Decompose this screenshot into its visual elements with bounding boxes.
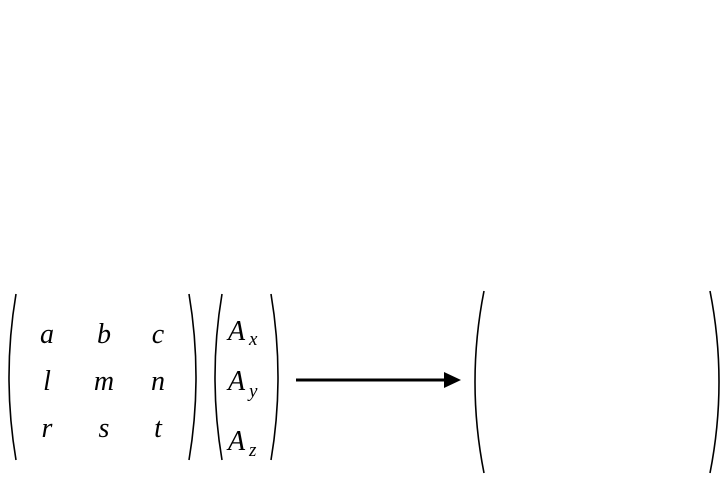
matrix-entry: r [42, 413, 53, 444]
vector-subscript: x [248, 329, 258, 350]
vector-subscript: y [247, 381, 258, 402]
matrix-entry: l [43, 366, 51, 397]
result-left-paren [474, 290, 485, 474]
vector-entry: A [226, 316, 246, 347]
matrix-entry: m [94, 366, 114, 397]
matrix-entry: a [40, 319, 54, 350]
result-right-paren [709, 290, 720, 474]
matrix-entry: s [99, 413, 110, 444]
vector-subscript: z [248, 440, 257, 461]
vector-entries: A x A y A z [226, 316, 258, 461]
arrow-icon [296, 372, 461, 388]
matrix-entry: n [151, 366, 165, 397]
vector-entry: A [226, 426, 246, 457]
matrix-entry: c [152, 319, 165, 350]
vector-entry: A [226, 366, 246, 397]
vector-right-paren [270, 293, 279, 461]
matrix-entry: t [154, 413, 163, 444]
matrix-right-paren [188, 293, 197, 461]
matrix-entry: b [97, 319, 111, 350]
vector-left-paren [214, 293, 223, 461]
matrix-entries: a b c l m n r s t [40, 319, 165, 444]
matrix-left-paren [8, 293, 17, 461]
